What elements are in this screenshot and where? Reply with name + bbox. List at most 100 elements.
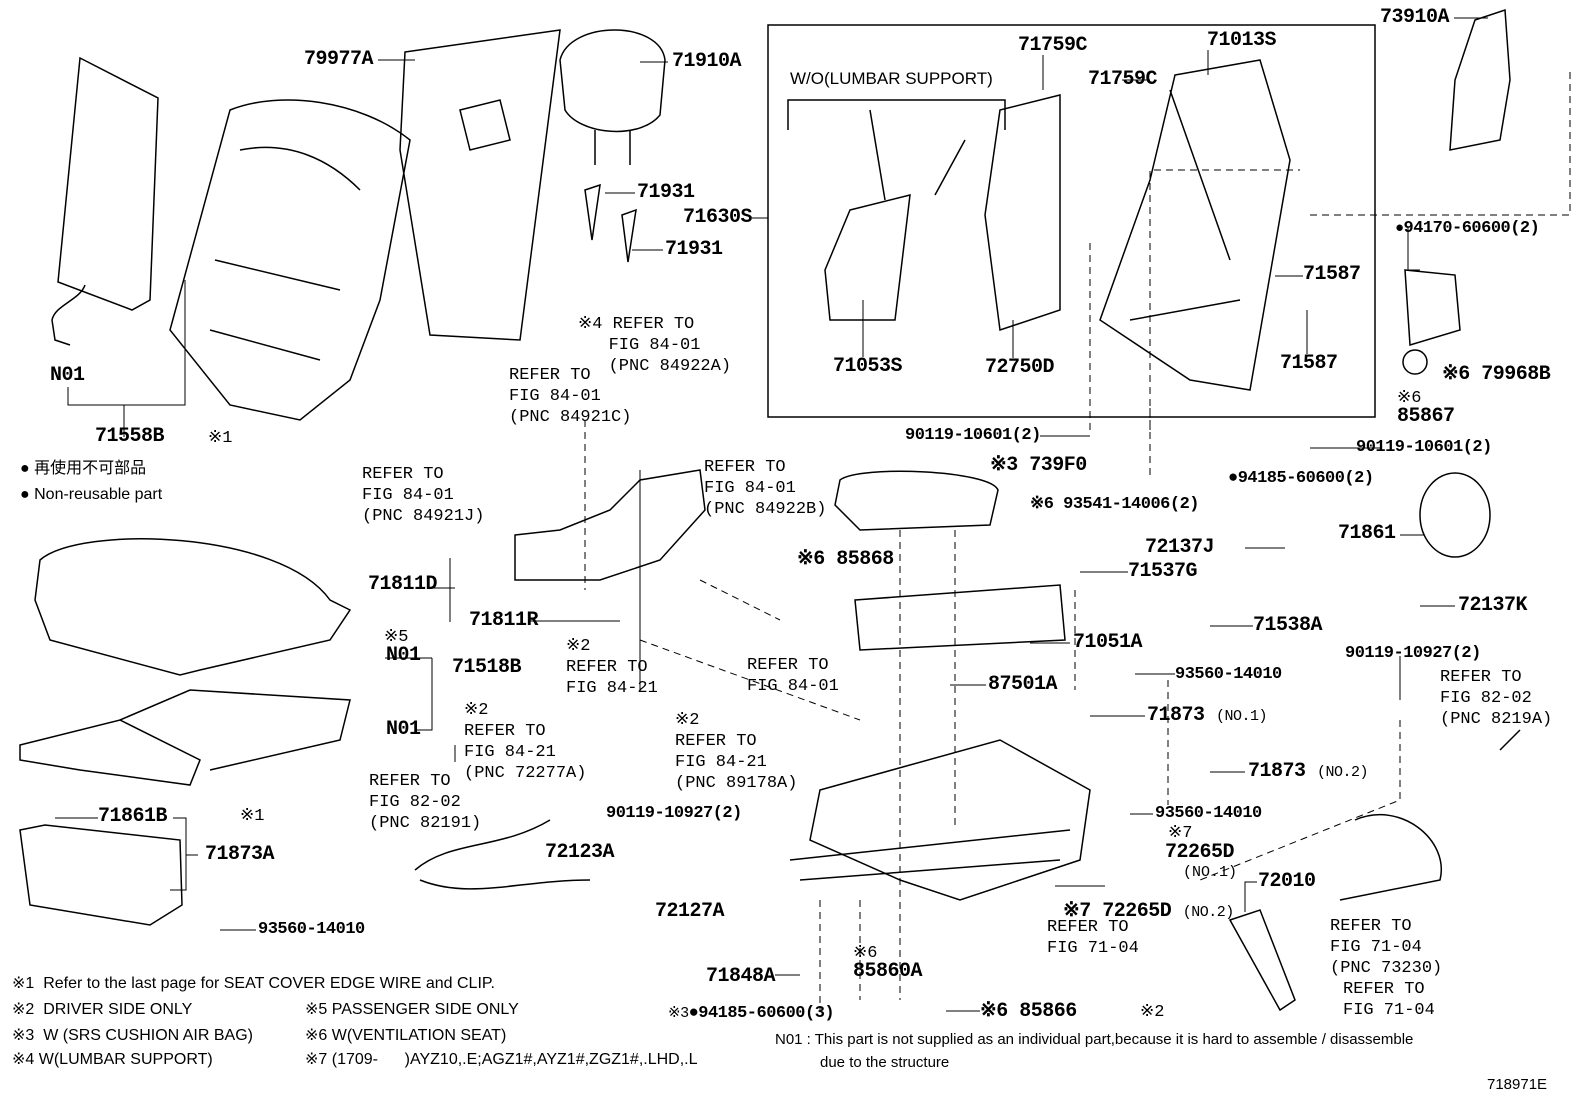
part-label-71848A: 71848A [706, 965, 776, 988]
part-label-72750D: 72750D [985, 356, 1055, 379]
cushion-pad [19, 719, 201, 786]
note-marker: ※2 [1140, 1003, 1165, 1022]
part-label-72265D-no1: 72265D [1165, 841, 1235, 864]
footnote-4: ※4 W(LUMBAR SUPPORT) [12, 1051, 213, 1068]
lumbar-support-group-box [767, 24, 1376, 418]
note-marker: ※6 [1397, 389, 1422, 408]
part-label-739F0: ※3 739F0 [990, 454, 1087, 477]
footnote-5: ※5 PASSENGER SIDE ONLY [305, 1001, 519, 1018]
legend-jp-text: 再使用不可部品 [34, 460, 147, 477]
reference-73230: REFER TO FIG 71-04 (PNC 73230) [1330, 917, 1443, 978]
seat-cushion-cover [34, 538, 352, 676]
part-label-71518B: 71518B [452, 656, 522, 679]
part-label-90119-10927: 90119-10927(2) [606, 804, 742, 823]
legend-jp: ● 再使用不可部品 [20, 460, 147, 477]
note-marker: ※6 [853, 944, 878, 963]
footnote-2: ※2 DRIVER SIDE ONLY [12, 1001, 193, 1018]
part-label-85868: ※6 85868 [797, 548, 894, 571]
part-label-N01: N01 [386, 644, 421, 667]
part-label-93560-14010: 93560-14010 [1155, 804, 1262, 823]
seat-track-frame [809, 739, 1091, 901]
part-label-71931: 71931 [665, 238, 723, 261]
lumbar-assy [984, 94, 1061, 331]
note-marker: ※7 [1168, 824, 1193, 843]
lumbar-plate [824, 194, 911, 321]
note-marker: ※3 [668, 1005, 689, 1022]
recliner [1404, 269, 1461, 346]
part-label-72265D-no2: ※7 72265D (NO.2) [1063, 902, 1234, 923]
reference-84921C: REFER TO FIG 84-01 (PNC 84921C) [509, 366, 632, 427]
part-label-71587: 71587 [1280, 352, 1338, 375]
variant: (NO.1) [1216, 708, 1268, 725]
variant: (NO.2) [1182, 904, 1235, 921]
part-label-93541: ※6 93541-14006(2) [1030, 495, 1199, 514]
reference-71-04: REFER TO FIG 71-04 [1343, 980, 1435, 1020]
legend-en: ● Non-reusable part [20, 486, 163, 503]
part-label-71931: 71931 [637, 181, 695, 204]
part-label-72137K: 72137K [1458, 594, 1528, 617]
part-label-71587: 71587 [1303, 263, 1361, 286]
part-label-71759C: 71759C [1018, 34, 1088, 57]
part-number: 94185-60600(3) [698, 1004, 835, 1023]
side-shield [514, 469, 706, 581]
part-label-90119-10601: 90119-10601(2) [1356, 438, 1492, 457]
part-label-71630S: 71630S [683, 206, 753, 229]
part-label-71811R: 71811R [469, 609, 539, 632]
harness-82191 [414, 819, 591, 890]
seat-cushion-airbag [834, 470, 999, 531]
seatback-side-trim [1449, 8, 1511, 151]
part-label-N01: N01 [386, 718, 421, 741]
part-label-73910A: 73910A [1380, 6, 1450, 29]
seatback-frame [1099, 59, 1291, 391]
part-label-72010: 72010 [1258, 870, 1316, 893]
part-label-71873-no1: 71873 (NO.1) [1147, 704, 1268, 727]
part-label-71759C: 71759C [1088, 68, 1158, 91]
n01-note-line2: due to the structure [820, 1054, 950, 1071]
part-number: 71873 [1248, 760, 1306, 783]
part-label-93560-14010: 93560-14010 [1175, 665, 1282, 684]
part-label-79968B: ※6 79968B [1442, 363, 1551, 386]
part-label-90119-10601: 90119-10601(2) [905, 426, 1041, 445]
part-label-71558B: 71558B [95, 425, 165, 448]
part-number: 71873 [1147, 704, 1205, 727]
part-label-71811D: 71811D [368, 573, 438, 596]
footnote-7: ※7 (1709- )AYZ10,.E;AGZ1#,AYZ1#,ZGZ1#,.L… [305, 1051, 698, 1068]
part-label-72123A: 72123A [545, 841, 615, 864]
part-number: ※7 72265D [1063, 900, 1172, 923]
footnote-3: ※3 W (SRS CUSHION AIR BAG) [12, 1027, 253, 1044]
part-label-71910A: 71910A [672, 50, 742, 73]
note-marker: ※1 [240, 807, 265, 826]
back-board [399, 29, 561, 341]
n01-note-line1: N01 : This part is not supplied as an in… [775, 1031, 1414, 1048]
seatback-pad [57, 56, 159, 311]
reference-89178A: ※2 REFER TO FIG 84-21 (PNC 89178A) [675, 711, 798, 793]
heater-mat [854, 584, 1066, 651]
part-label-85860A: 85860A [853, 960, 923, 983]
front-trim-71873A [19, 824, 183, 926]
part-label-94185: ●94185-60600(2) [1228, 469, 1374, 488]
part-label-71537G: 71537G [1128, 560, 1198, 583]
reference-84-01: REFER TO FIG 84-01 [747, 656, 839, 696]
part-label-71053S: 71053S [833, 355, 903, 378]
part-label-71013S: 71013S [1207, 29, 1277, 52]
note-marker: ※5 [384, 628, 409, 647]
seatback-cover [169, 99, 411, 421]
part-label-71861: 71861 [1338, 522, 1396, 545]
part-label-72127A: 72127A [655, 900, 725, 923]
variant-no1: (NO.1) [1183, 864, 1238, 881]
variant: (NO.2) [1317, 764, 1369, 781]
footnote-6: ※6 W(VENTILATION SEAT) [305, 1027, 507, 1044]
reference-71-04: REFER TO FIG 71-04 [1047, 918, 1139, 958]
part-label-94170: ●94170-60600(2) [1395, 219, 1540, 238]
part-label-71538A: 71538A [1253, 614, 1323, 637]
part-label-71051A: 71051A [1073, 631, 1143, 654]
reference-84922B: REFER TO FIG 84-01 (PNC 84922B) [704, 458, 827, 519]
reference-84-21: ※2 REFER TO FIG 84-21 [566, 637, 658, 698]
part-label-93560-14010: 93560-14010 [258, 920, 365, 939]
part-label-87501A: 87501A [988, 673, 1058, 696]
part-label-94185-3: ※3●94185-60600(3) [668, 1004, 835, 1023]
part-label-72137J: 72137J [1145, 536, 1215, 559]
part-label-90119-10927: 90119-10927(2) [1345, 644, 1481, 663]
part-number: 94170-60600(2) [1403, 219, 1540, 238]
